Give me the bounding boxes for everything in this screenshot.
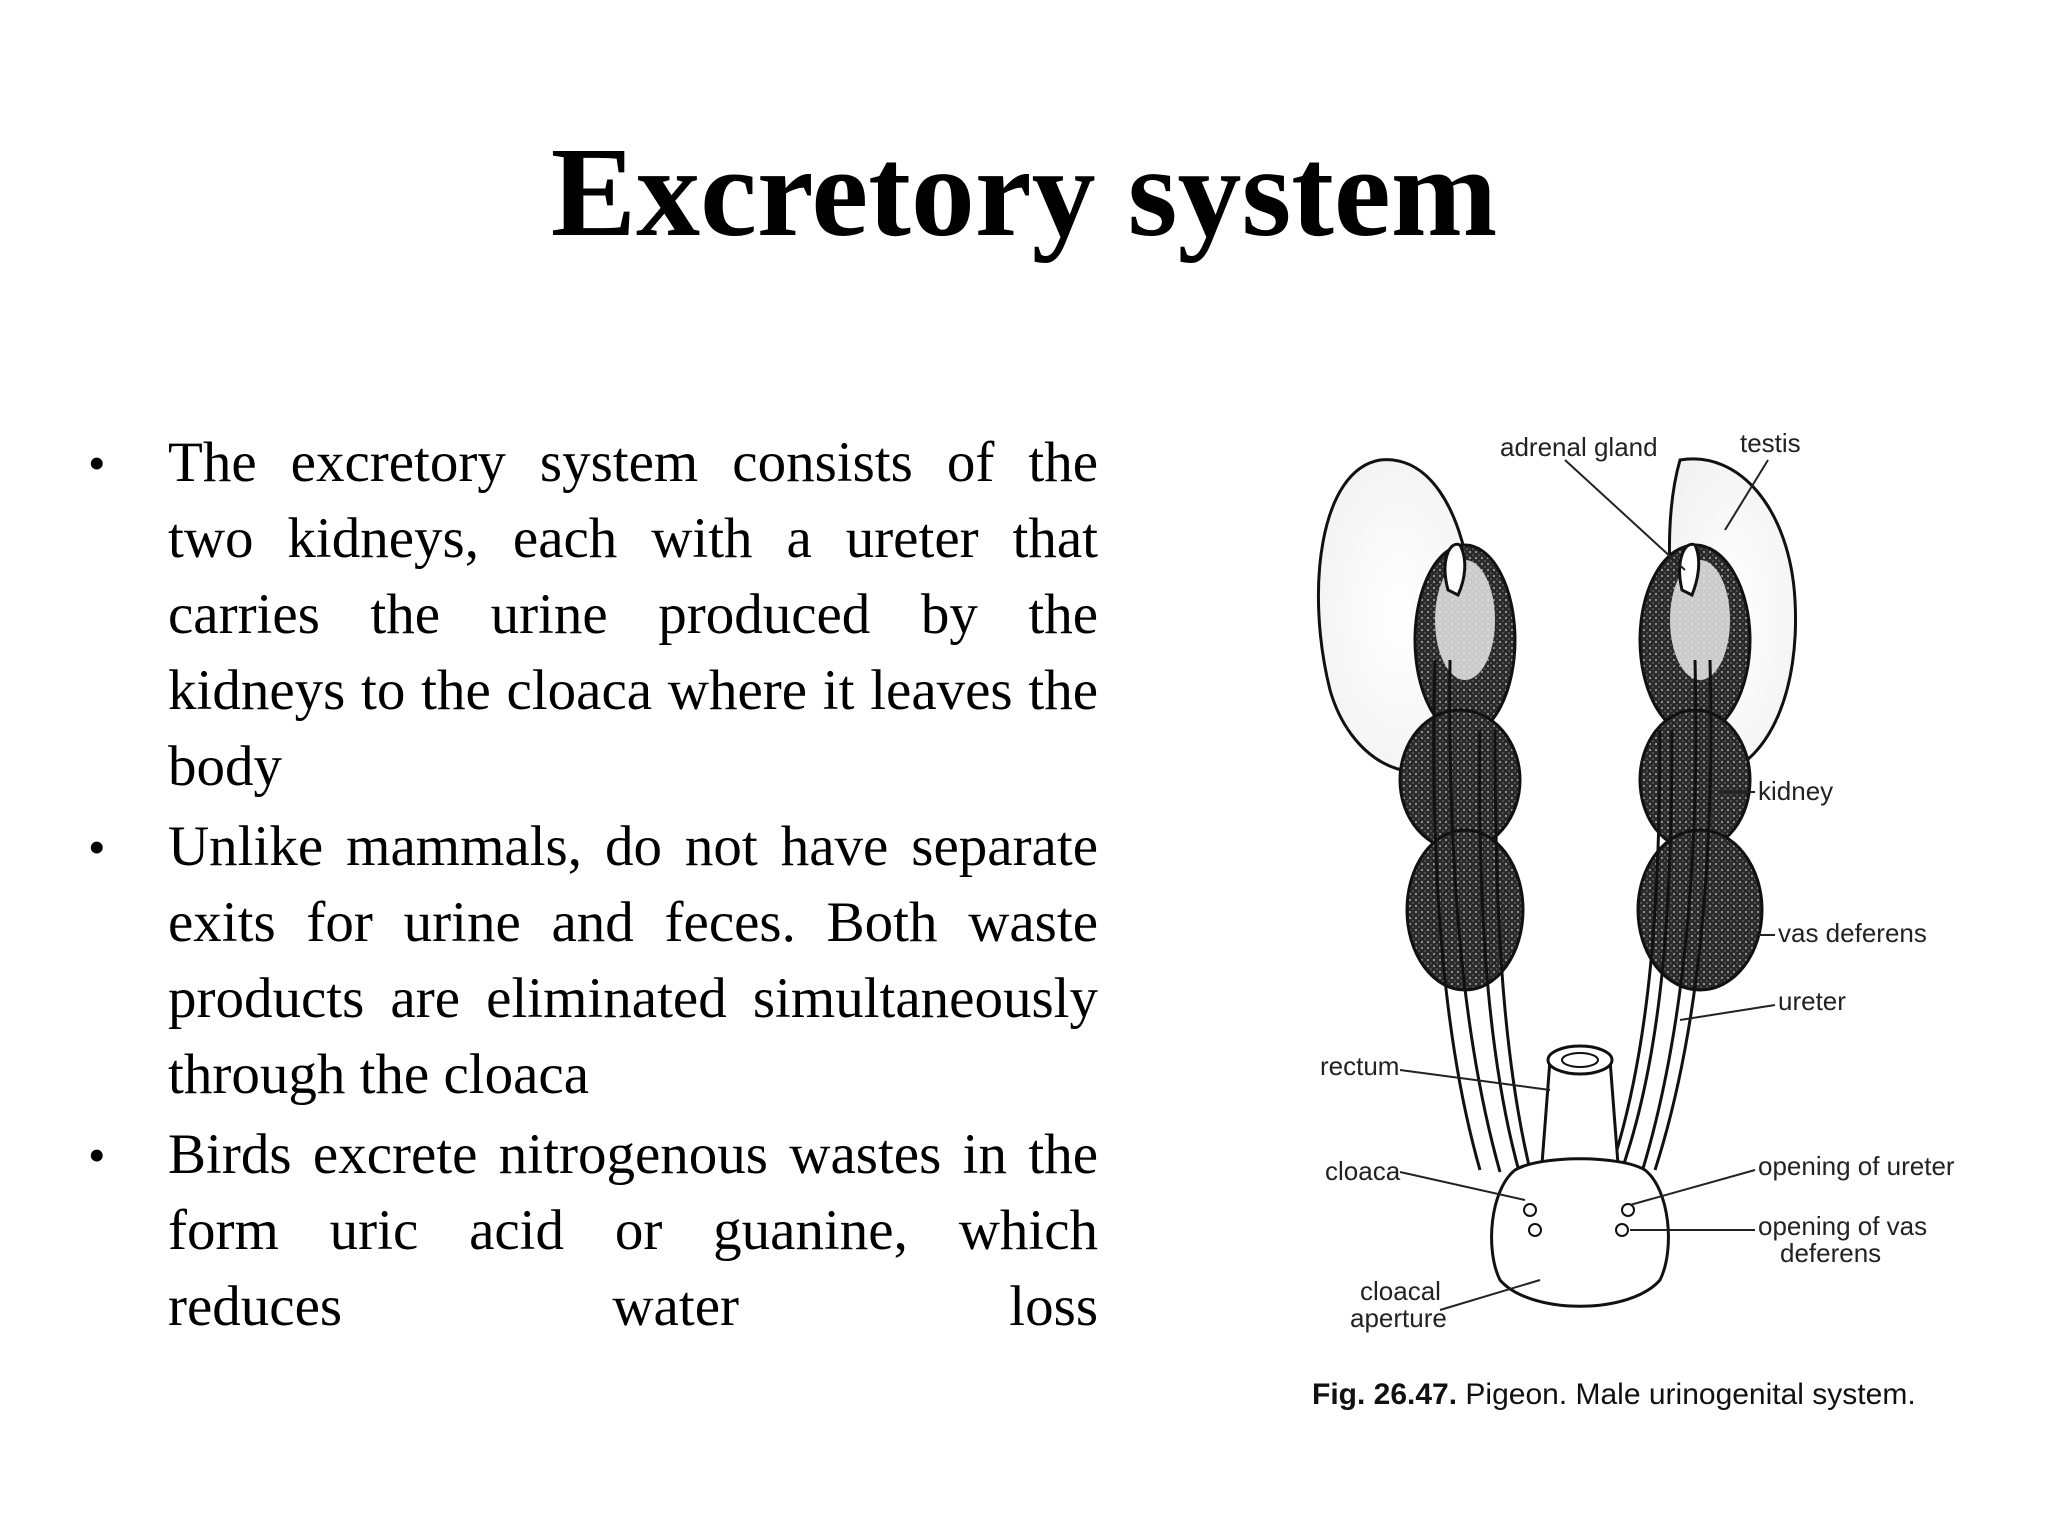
cloaca: [1490, 1157, 1670, 1308]
bullet-list: • The excretory system consists of the t…: [88, 425, 1098, 1349]
right-adrenal-gland: [1678, 542, 1701, 598]
left-kidney: [1398, 543, 1525, 992]
left-adrenal-gland: [1443, 542, 1467, 598]
bullet-marker: •: [88, 435, 106, 491]
figure-caption: Fig. 26.47. Pigeon. Male urinogenital sy…: [1312, 1378, 1992, 1412]
label-opening-of-ureter: opening of ureter: [1758, 1151, 1955, 1181]
bullet-marker: •: [88, 1127, 106, 1183]
bullet-text: Birds excrete nitrogenous wastes in the …: [168, 1123, 1098, 1338]
bullet-text: The excretory system consists of the two…: [168, 431, 1098, 798]
label-cloaca: cloaca: [1325, 1156, 1401, 1186]
label-cloacal-aperture-2: aperture: [1350, 1303, 1447, 1333]
slide-title: Excretory system: [550, 121, 1498, 263]
bullet-text: Unlike mammals, do not have separate exi…: [168, 815, 1098, 1106]
bullet-item: • The excretory system consists of the t…: [88, 425, 1098, 805]
leader-lines: [1399, 459, 1776, 1311]
bullet-item: • Birds excrete nitrogenous wastes in th…: [88, 1117, 1098, 1345]
label-adrenal-gland: adrenal gland: [1500, 432, 1658, 462]
label-testis: testis: [1740, 430, 1801, 458]
label-cloacal-aperture-1: cloacal: [1360, 1276, 1441, 1306]
caption-number: Fig. 26.47.: [1312, 1378, 1458, 1411]
diagram-svg: adrenal gland testis kidney vas deferens…: [1316, 430, 1955, 1333]
label-opening-of-vas-1: opening of vas: [1758, 1211, 1927, 1241]
label-kidney: kidney: [1758, 776, 1833, 806]
right-kidney: [1636, 543, 1764, 992]
label-opening-of-vas-2: deferens: [1780, 1238, 1881, 1268]
bullet-marker: •: [88, 819, 106, 875]
rectum: [1538, 1044, 1622, 1192]
caption-text: Pigeon. Male urinogenital system.: [1457, 1378, 1916, 1411]
bullet-item: • Unlike mammals, do not have separate e…: [88, 809, 1098, 1113]
urinogenital-diagram: adrenal gland testis kidney vas deferens…: [1300, 430, 2000, 1430]
label-rectum: rectum: [1320, 1051, 1399, 1081]
label-vas-deferens: vas deferens: [1778, 918, 1927, 948]
ducts: [1432, 659, 1713, 1179]
label-ureter: ureter: [1778, 986, 1846, 1016]
